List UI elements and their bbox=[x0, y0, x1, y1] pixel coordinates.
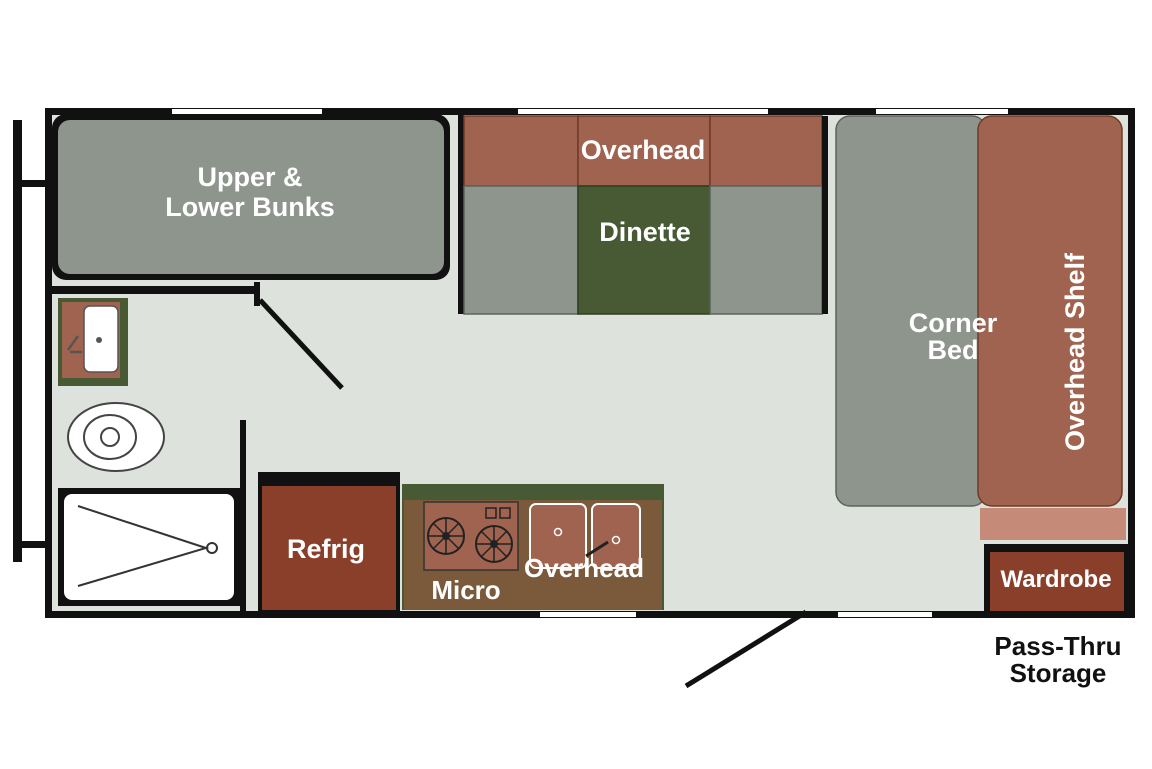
overhead-shelf-label: Overhead Shelf bbox=[1060, 252, 1090, 451]
dinette-table bbox=[577, 185, 711, 315]
dinette-bench-left bbox=[463, 185, 579, 315]
entry-door bbox=[684, 609, 808, 689]
pass-thru-label-1: Pass-Thru bbox=[994, 631, 1121, 661]
burner-left-spokes bbox=[428, 518, 464, 554]
bunks-label-1: Upper & bbox=[197, 162, 302, 192]
overhead-cabinet-right bbox=[709, 115, 823, 187]
burner-small-2 bbox=[499, 507, 511, 519]
dinette-wall-left bbox=[458, 114, 464, 314]
bunks-label-2: Lower Bunks bbox=[165, 192, 335, 222]
micro-label: Micro bbox=[431, 575, 500, 605]
dinette-bench-right bbox=[709, 185, 823, 315]
pass-thru-strip bbox=[980, 508, 1126, 540]
window-top-2 bbox=[518, 109, 768, 114]
window-bottom-1 bbox=[540, 612, 636, 617]
overhead-kitchen-label: Overhead bbox=[524, 553, 644, 583]
front-hitch-bottom bbox=[22, 541, 50, 548]
shower-drain bbox=[206, 542, 218, 554]
front-hitch-top bbox=[22, 180, 50, 187]
sink-faucet bbox=[66, 335, 82, 354]
refrig-label: Refrig bbox=[287, 534, 365, 564]
kitchen-sink-drain-left bbox=[553, 527, 563, 537]
bunks bbox=[58, 120, 444, 274]
wardrobe bbox=[990, 552, 1124, 612]
overhead-shelf bbox=[977, 115, 1123, 507]
burner-right-spokes bbox=[476, 526, 512, 562]
window-top-1 bbox=[172, 109, 322, 114]
overhead-top-label: Overhead bbox=[581, 135, 706, 165]
wardrobe-label: Wardrobe bbox=[1000, 566, 1111, 593]
wall-left bbox=[45, 108, 52, 618]
burner-small-1 bbox=[485, 507, 497, 519]
dinette-wall-right bbox=[822, 116, 828, 314]
corner-bed-label-2: Bed bbox=[927, 335, 978, 365]
bath-door bbox=[258, 298, 344, 390]
bath-wall bbox=[240, 420, 246, 616]
window-bottom-2 bbox=[838, 612, 932, 617]
refrig bbox=[262, 486, 396, 610]
wall-right bbox=[1128, 108, 1135, 618]
kitchen-wall bbox=[258, 472, 400, 480]
bath-wall-top bbox=[52, 286, 260, 294]
dinette-label: Dinette bbox=[599, 217, 691, 247]
kitchen-faucet bbox=[585, 540, 609, 558]
overhead-cabinet-left bbox=[463, 115, 579, 187]
bath-door-post bbox=[254, 282, 260, 306]
sink-drain bbox=[96, 337, 102, 343]
shower bbox=[64, 494, 234, 600]
toilet-drain bbox=[100, 427, 120, 447]
pass-thru-label-2: Storage bbox=[1010, 658, 1107, 688]
corner-bed-label-1: Corner bbox=[909, 308, 998, 338]
front-bar bbox=[13, 120, 22, 562]
kitchen-sink-drain-right bbox=[611, 535, 621, 545]
window-top-3 bbox=[876, 109, 1008, 114]
toilet-bowl bbox=[83, 414, 137, 460]
